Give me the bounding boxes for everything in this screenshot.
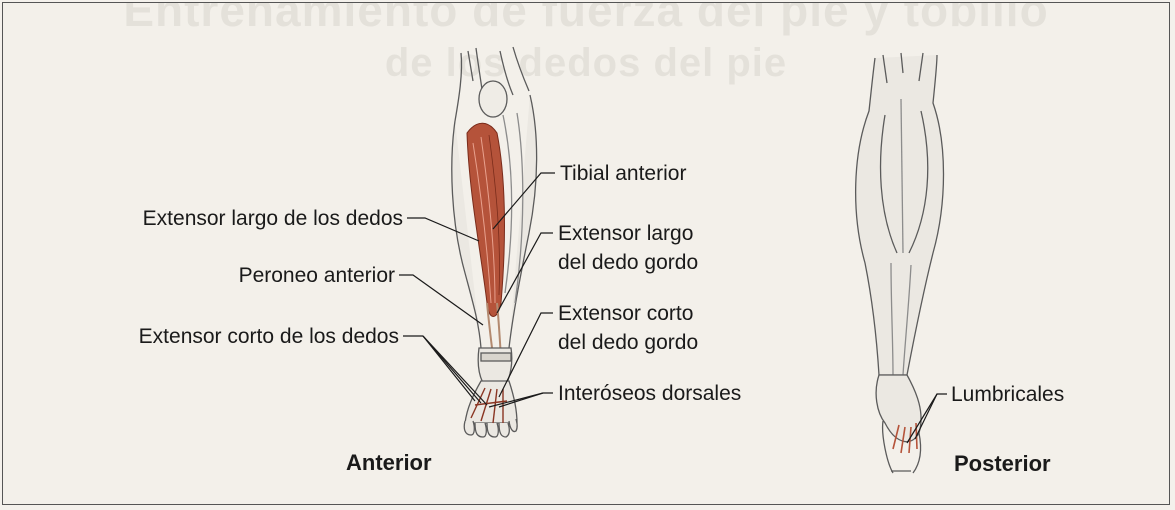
label-tibial-anterior: Tibial anterior [560,159,686,188]
caption-anterior: Anterior [346,450,432,476]
label-extensor-corto-dedos: Extensor corto de los dedos [43,322,399,351]
label-interoseos-dorsales: Interóseos dorsales [558,379,741,408]
caption-posterior: Posterior [954,451,1051,477]
label-extensor-corto-gordo-1: Extensor corto [558,299,693,328]
label-peroneo-anterior: Peroneo anterior [153,261,395,290]
posterior-leg-drawing [856,53,944,473]
anterior-muscles [467,123,504,358]
label-extensor-largo-gordo-1: Extensor largo [558,219,693,248]
label-extensor-largo-gordo-2: del dedo gordo [558,248,698,277]
label-lumbricales: Lumbricales [951,380,1064,409]
label-extensor-largo-dedos: Extensor largo de los dedos [63,204,403,233]
label-extensor-corto-gordo-2: del dedo gordo [558,328,698,357]
